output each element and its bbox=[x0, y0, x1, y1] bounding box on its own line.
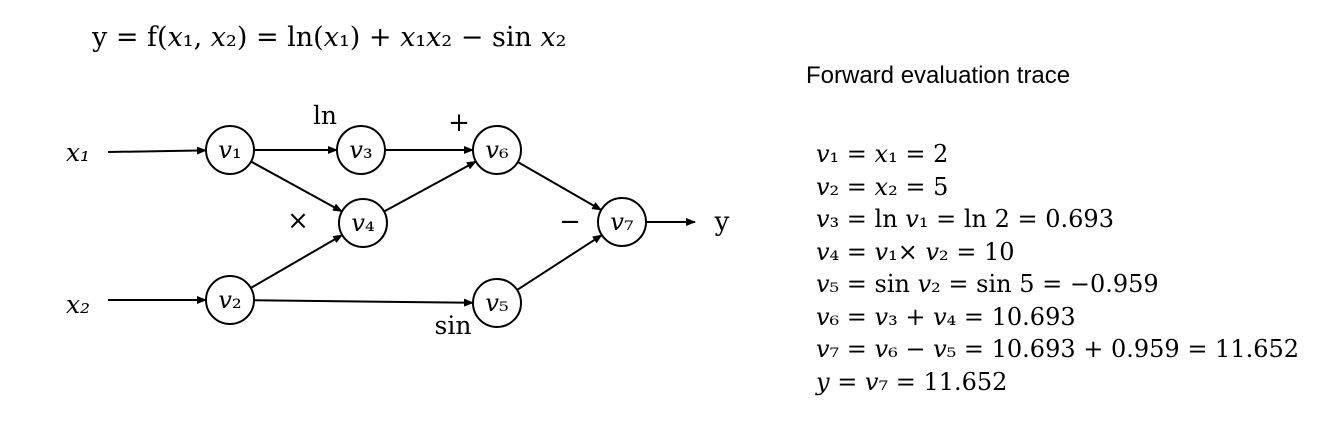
computational-graph: 𝑣₁ 𝑣₂ 𝑣₃ 𝑣₄ 𝑣₅ 𝑣₆ 𝑣₇ 𝑥₁ 𝑥₂ y ln + × − sin bbox=[66, 101, 730, 340]
edge-v4-to-v6 bbox=[383, 160, 477, 213]
node-v3: 𝑣₃ bbox=[336, 125, 386, 175]
node-circle-v3 bbox=[336, 125, 386, 175]
operator-sin: sin bbox=[435, 311, 472, 340]
node-circle-v6 bbox=[472, 125, 522, 175]
operator-plus: + bbox=[448, 108, 470, 138]
node-circle-v5 bbox=[472, 278, 522, 328]
node-label-v7: 𝑣₇ bbox=[610, 208, 633, 236]
node-v2: 𝑣₂ bbox=[205, 275, 255, 325]
trace-line-v2: 𝑣₂ = 𝑥₂ = 5 bbox=[816, 172, 949, 201]
node-v7: 𝑣₇ bbox=[597, 197, 647, 247]
node-circle-v7 bbox=[597, 197, 647, 247]
node-label-v2: 𝑣₂ bbox=[218, 286, 241, 314]
function-definition: y = f(𝑥₁, 𝑥₂) = ln(𝑥₁) + 𝑥₁𝑥₂ − sin 𝑥₂ bbox=[92, 22, 567, 53]
operator-times: × bbox=[287, 206, 309, 236]
node-label-v1: 𝑣₁ bbox=[218, 136, 241, 164]
node-circle-v4 bbox=[338, 198, 388, 248]
input-label-x1: 𝑥₁ bbox=[66, 138, 90, 167]
operator-ln: ln bbox=[313, 101, 337, 130]
edge-v2-to-v4 bbox=[250, 234, 344, 289]
trace-equations: 𝑣₁ = 𝑥₁ = 2 𝑣₂ = 𝑥₂ = 5 𝑣₃ = ln 𝑣₁ = ln … bbox=[816, 138, 1299, 398]
trace-line-v4: 𝑣₄ = 𝑣₁× 𝑣₂ = 10 bbox=[816, 237, 1015, 266]
operator-minus: − bbox=[559, 207, 581, 237]
graph-labels: 𝑥₁ 𝑥₂ y ln + × − sin bbox=[66, 101, 730, 340]
trace-line-v3: 𝑣₃ = ln 𝑣₁ = ln 2 = 0.693 bbox=[816, 205, 1114, 233]
edge-x1-to-v1 bbox=[107, 146, 208, 155]
trace-line-v7: 𝑣₇ = 𝑣₆ − 𝑣₅ = 10.693 + 0.959 = 11.652 bbox=[816, 335, 1300, 363]
trace-line-y: 𝑦 = 𝑣₇ = 11.652 bbox=[816, 367, 1008, 396]
node-label-v3: 𝑣₃ bbox=[349, 136, 372, 164]
node-v1: 𝑣₁ bbox=[205, 125, 255, 175]
node-v6: 𝑣₆ bbox=[472, 125, 522, 175]
edge-v1-to-v4 bbox=[250, 160, 343, 213]
node-v5: 𝑣₅ bbox=[472, 278, 522, 328]
edge-v5-to-v7 bbox=[516, 234, 603, 291]
trace-title: Forward evaluation trace bbox=[806, 62, 1071, 89]
edge-v2-to-v5 bbox=[253, 298, 475, 307]
trace-line-v5: 𝑣₅ = sin 𝑣₂ = sin 5 = −0.959 bbox=[816, 270, 1159, 298]
node-circle-v2 bbox=[205, 275, 255, 325]
input-label-x2: 𝑥₂ bbox=[66, 290, 90, 319]
node-circle-v1 bbox=[205, 125, 255, 175]
trace-line-v6: 𝑣₆ = 𝑣₃ + 𝑣₄ = 10.693 bbox=[816, 302, 1076, 331]
graph-edges bbox=[107, 146, 696, 307]
edge-v6-to-v7 bbox=[517, 161, 603, 211]
node-v4: 𝑣₄ bbox=[338, 198, 388, 248]
output-label-y: y bbox=[714, 207, 730, 237]
node-label-v4: 𝑣₄ bbox=[351, 209, 374, 237]
graph-nodes: 𝑣₁ 𝑣₂ 𝑣₃ 𝑣₄ 𝑣₅ 𝑣₆ 𝑣₇ bbox=[205, 125, 647, 328]
trace-line-v1: 𝑣₁ = 𝑥₁ = 2 bbox=[816, 140, 949, 168]
node-label-v5: 𝑣₅ bbox=[485, 289, 508, 317]
node-label-v6: 𝑣₆ bbox=[485, 136, 508, 164]
